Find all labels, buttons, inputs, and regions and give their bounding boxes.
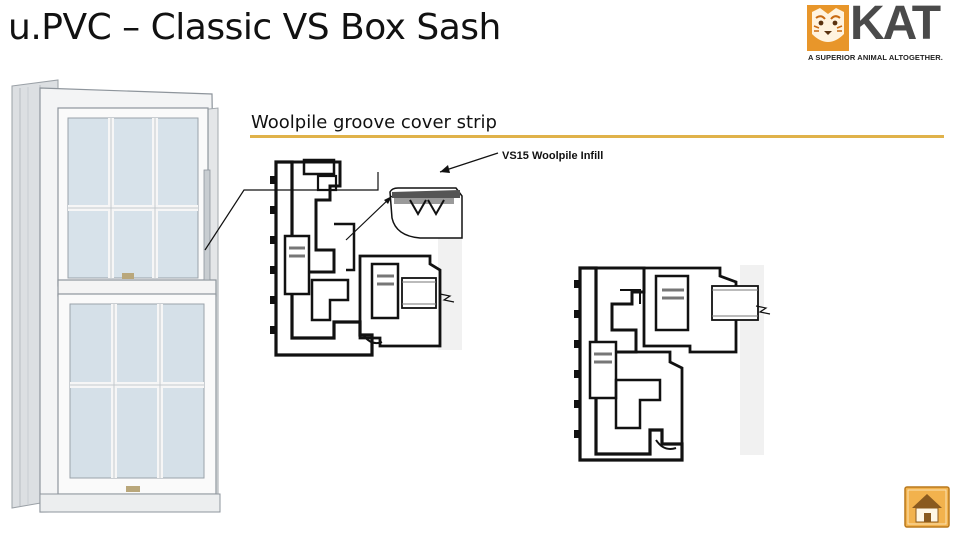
- callout-label: VS15 Woolpile Infill: [502, 150, 604, 162]
- subheading: Woolpile groove cover strip: [251, 112, 497, 133]
- tiger-head-icon: [807, 5, 849, 51]
- home-button[interactable]: [904, 486, 950, 528]
- slide-title: u.PVC – Classic VS Box Sash: [8, 7, 501, 48]
- logo-tagline: A SUPERIOR ANIMAL ALTOGETHER.: [808, 53, 943, 62]
- box-sash-profile-section: [574, 265, 771, 462]
- classic-profile-section: [270, 158, 463, 357]
- sash-window-photo: [11, 79, 221, 513]
- kat-logo: KAT A SUPERIOR ANIMAL ALTOGETHER.: [806, 0, 956, 64]
- accent-rule: [250, 135, 944, 138]
- logo-wordmark: KAT: [850, 0, 941, 50]
- home-icon: [904, 486, 950, 528]
- leader-lines: [204, 152, 499, 251]
